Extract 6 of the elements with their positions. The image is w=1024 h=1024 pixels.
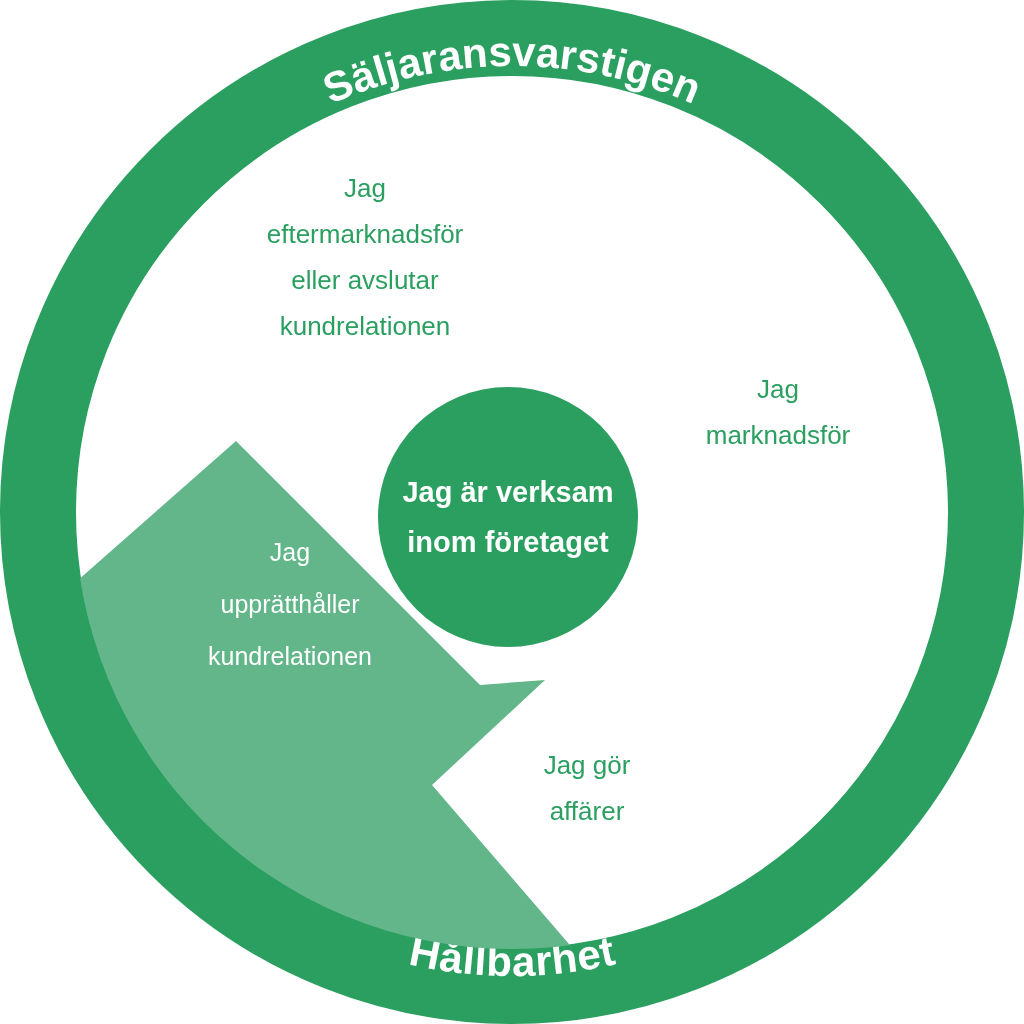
ring-title: Hållbarhet [405, 926, 619, 986]
step-label: Jag gör affärer [542, 749, 632, 828]
step-text: Jag upprätthåller kundrelationen [207, 537, 373, 672]
center-text: Jag är verksam inom företaget [401, 475, 615, 560]
step-label: Jag eftermarknadsför eller avslutar kundrelationen [265, 172, 465, 343]
step-label: Jag marknadsför [704, 373, 852, 452]
